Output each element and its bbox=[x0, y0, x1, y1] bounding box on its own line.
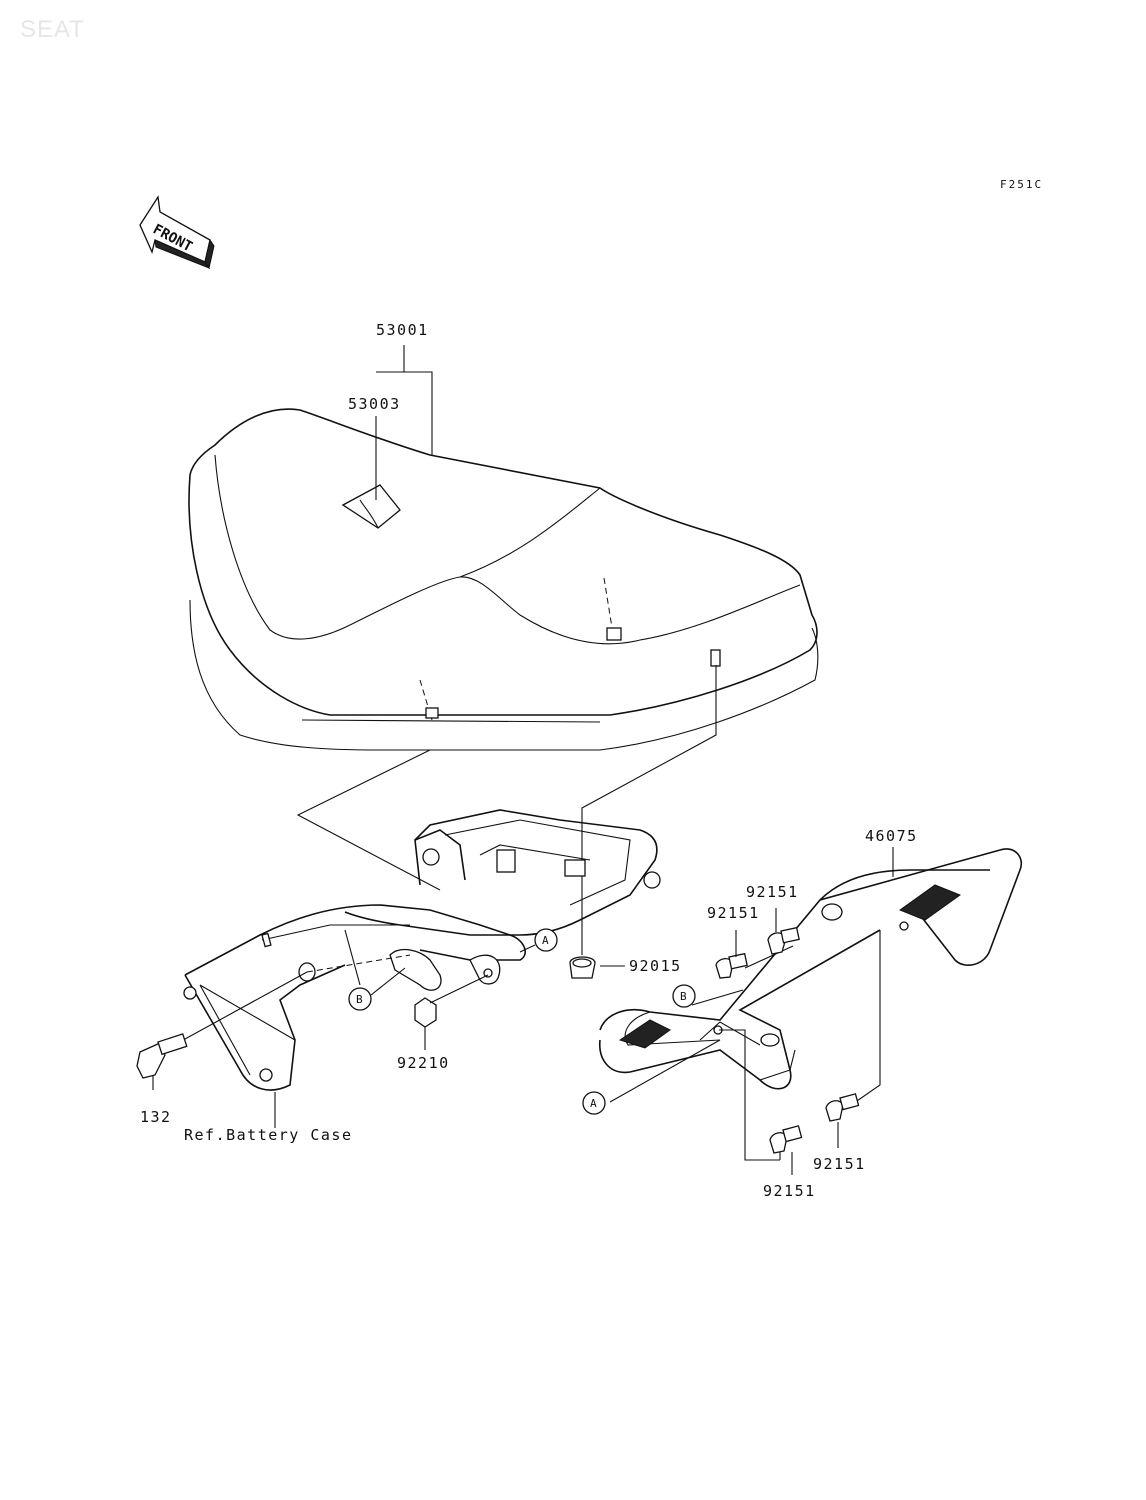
seat-drawing bbox=[188, 408, 819, 751]
svg-text:B: B bbox=[356, 993, 363, 1006]
bolt-92151-lower-right-icon bbox=[825, 1093, 860, 1148]
callout-a-right: A bbox=[582, 1091, 606, 1115]
svg-text:A: A bbox=[590, 1097, 597, 1110]
part-label-92151: 92151 bbox=[707, 904, 760, 922]
bolt-132-icon bbox=[136, 1033, 188, 1090]
callout-b-left: B bbox=[348, 967, 406, 1011]
figure-code: F251C bbox=[1000, 178, 1044, 191]
part-label-92210: 92210 bbox=[397, 1054, 450, 1072]
bolt-92151-upper-right-icon bbox=[767, 908, 800, 955]
corner-title: SEAT bbox=[20, 16, 85, 43]
part-label-53001: 53001 bbox=[376, 321, 429, 339]
bolt-92151-lower-icon bbox=[769, 1125, 803, 1175]
callout-a-left: A bbox=[519, 928, 558, 953]
part-label-92151: 92151 bbox=[763, 1182, 816, 1200]
part-label-92151: 92151 bbox=[746, 883, 799, 901]
rear-frame-drawing bbox=[164, 809, 661, 1091]
grab-rail-drawing bbox=[599, 848, 1022, 1090]
part-label-46075: 46075 bbox=[865, 827, 918, 845]
part-label-132: 132 bbox=[140, 1108, 172, 1126]
part-label-92151: 92151 bbox=[813, 1155, 866, 1173]
callout-b-right: B bbox=[672, 984, 696, 1008]
svg-text:B: B bbox=[680, 990, 687, 1003]
front-arrow-icon: FRONT bbox=[139, 195, 215, 270]
reference-battery-case: Ref.Battery Case bbox=[184, 1126, 353, 1144]
nut-92210-icon bbox=[414, 974, 489, 1050]
part-label-92015: 92015 bbox=[629, 957, 682, 975]
bolt-92151-upper-left-icon bbox=[715, 930, 748, 979]
part-label-53003: 53003 bbox=[348, 395, 401, 413]
nut-92015-icon bbox=[569, 956, 625, 979]
svg-text:A: A bbox=[542, 934, 549, 947]
